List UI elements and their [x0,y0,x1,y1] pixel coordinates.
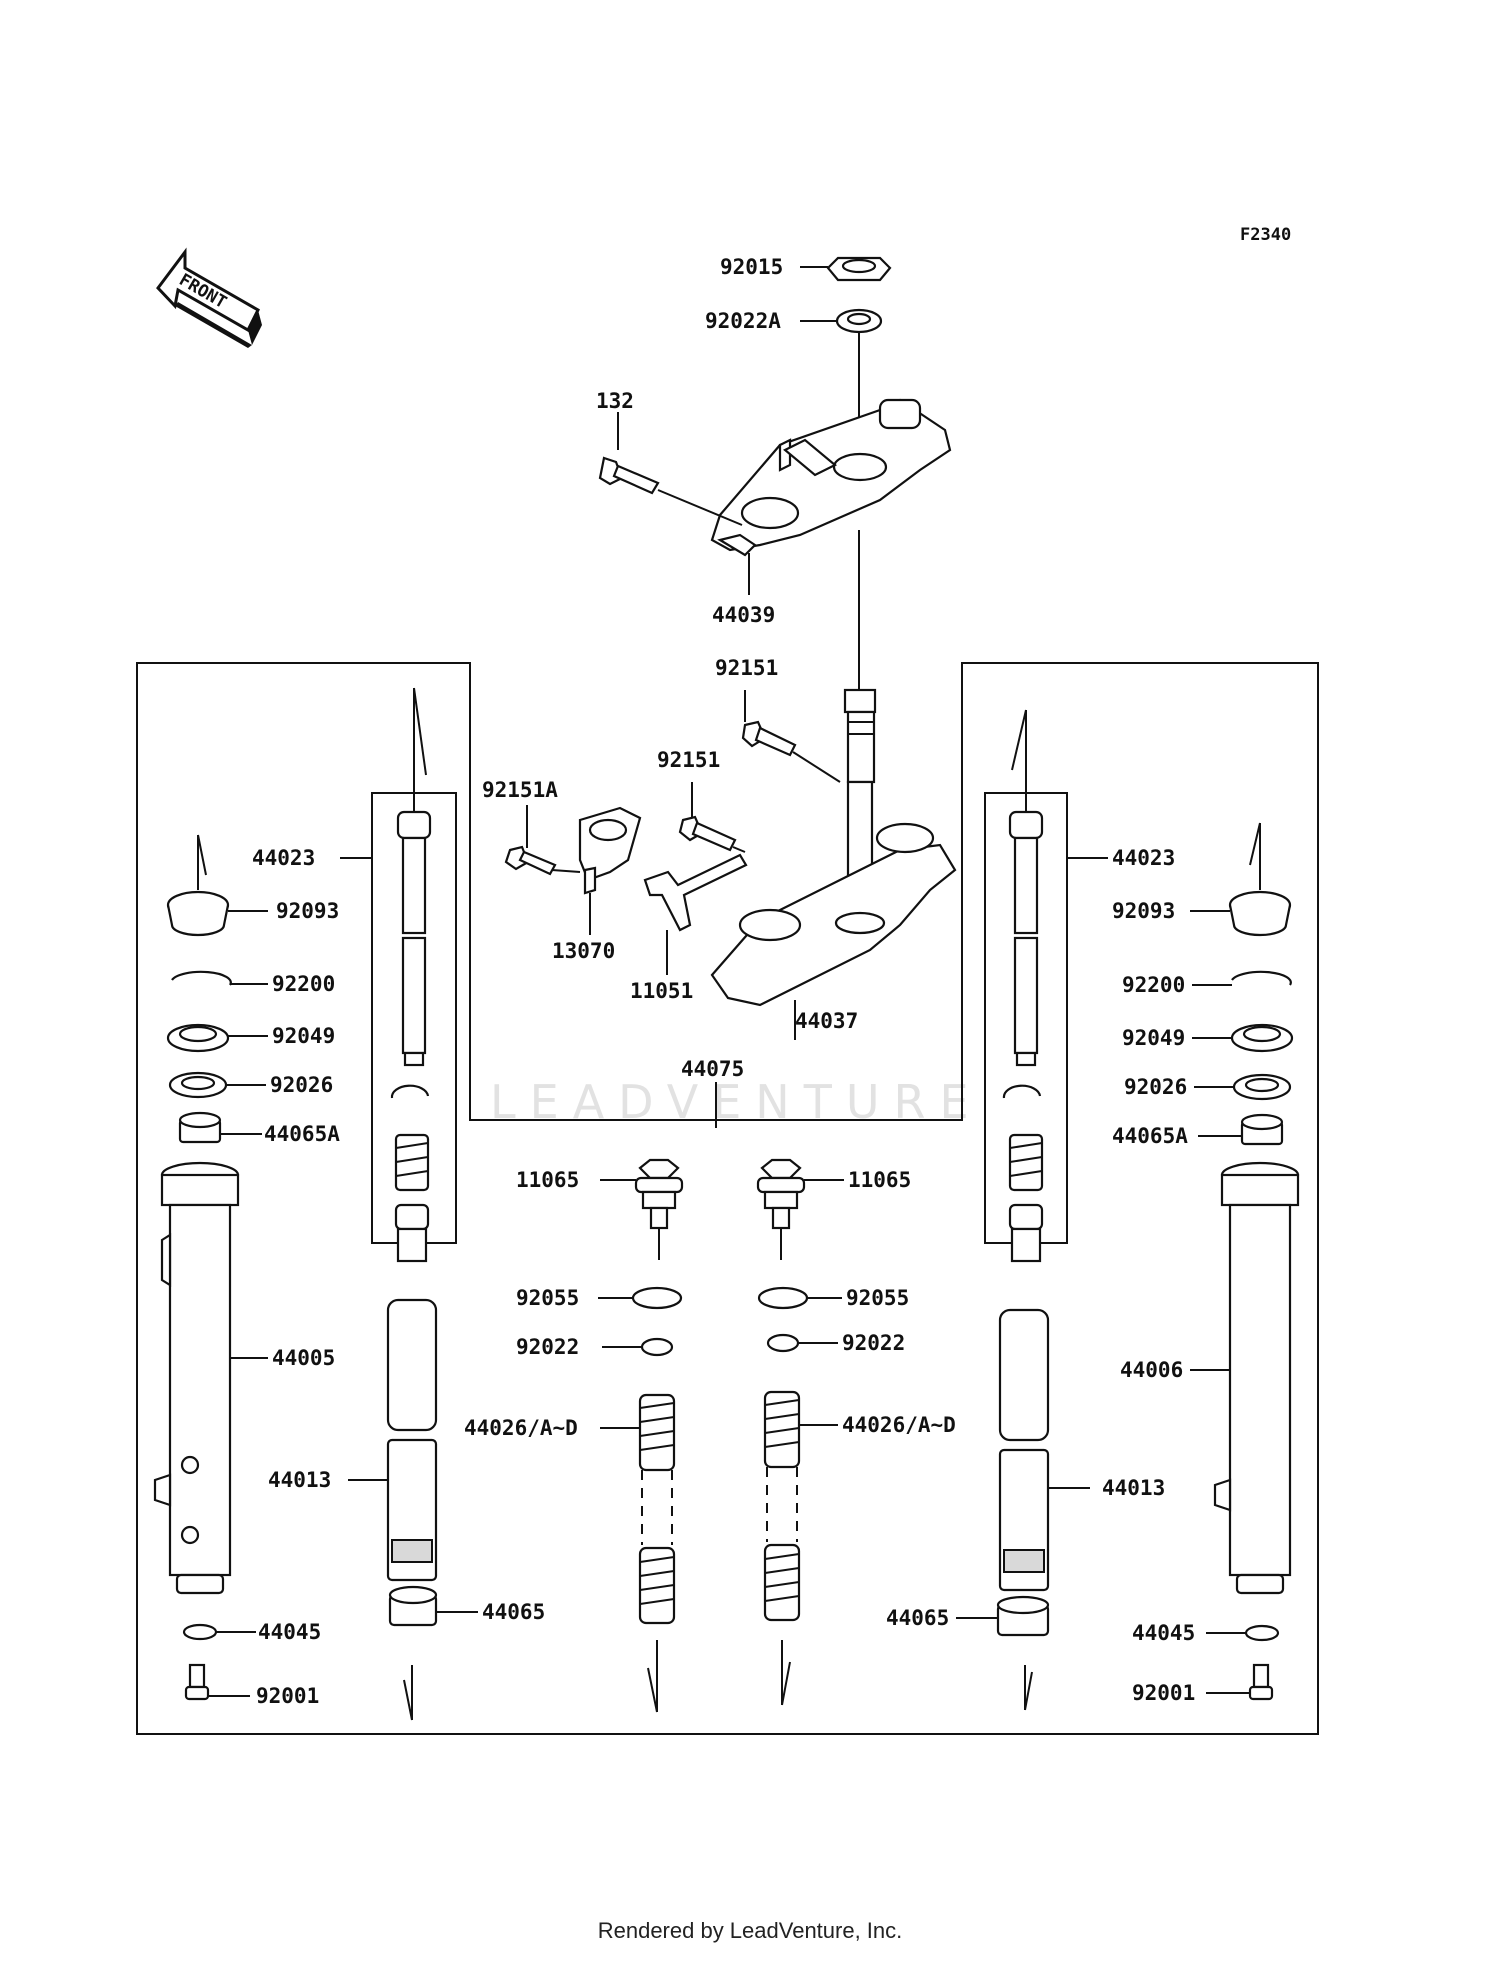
label-right-92093: 92093 [1112,899,1175,923]
label-left-44023: 44023 [252,846,315,870]
label-44037: 44037 [795,1009,858,1033]
label-92151A: 92151A [482,778,558,802]
label-right-44065A: 44065A [1112,1124,1188,1148]
label-right-11065: 11065 [848,1168,911,1192]
right-outer-tube [1213,1161,1300,1595]
label-right-92055: 92055 [846,1286,909,1310]
label-left-44065A: 44065A [264,1122,340,1146]
label-left-92055: 92055 [516,1286,579,1310]
right-clip [1002,1084,1042,1099]
label-92015: 92015 [720,255,783,279]
right-rebound-spring [1008,1133,1044,1192]
label-left-92093: 92093 [276,899,339,923]
label-left-44013: 44013 [268,1468,331,1492]
right-gasket [1244,1624,1280,1642]
left-clip [390,1084,430,1099]
label-132: 132 [596,389,634,413]
bolt-92151A [504,845,557,876]
label-left-92049: 92049 [272,1024,335,1048]
left-oil-seal [166,1023,230,1053]
left-dust-seal [166,890,230,937]
upper-triple-clamp [710,398,952,557]
left-drain-bolt [184,1663,210,1701]
right-spring-washer [766,1333,800,1353]
left-damper-rod [396,810,432,1067]
label-left-92200: 92200 [272,972,335,996]
left-slide-bush [388,1585,438,1627]
bracket-11051 [643,853,748,932]
label-92022A: 92022A [705,309,781,333]
label-92151-lower: 92151 [657,748,720,772]
label-left-11065: 11065 [516,1168,579,1192]
right-oil-seal [1230,1023,1294,1053]
label-right-44026: 44026/A~D [842,1413,956,1437]
left-rebound-spring [394,1133,430,1192]
stem-nut [826,256,892,282]
right-slide-bush [996,1595,1050,1637]
right-guide-bush [1240,1113,1284,1146]
right-oil-lock-piece [1008,1203,1044,1263]
assembly-outline [136,662,1319,1735]
stem-washer [835,308,883,334]
left-guide-bush [178,1111,222,1144]
left-fork-spring [638,1393,676,1625]
label-right-44023: 44023 [1112,846,1175,870]
left-inner-tube [386,1298,438,1582]
label-left-44005: 44005 [272,1346,335,1370]
bolt-92151-upper [741,720,797,757]
label-right-44045: 44045 [1132,1621,1195,1645]
label-left-92022: 92022 [516,1335,579,1359]
right-o-ring [757,1286,809,1310]
left-fork-cap-bolt [634,1158,684,1260]
label-right-44013: 44013 [1102,1476,1165,1500]
figure-code: F2340 [1240,225,1291,245]
right-washer [1232,1073,1292,1101]
label-left-44065: 44065 [482,1600,545,1624]
label-44039: 44039 [712,603,775,627]
bolt-132 [598,456,660,495]
right-inner-tube [998,1308,1050,1592]
left-washer [168,1071,228,1099]
steering-stem [710,688,957,1007]
label-13070: 13070 [552,939,615,963]
label-left-92001: 92001 [256,1684,319,1708]
label-right-92200: 92200 [1122,973,1185,997]
label-44075: 44075 [681,1057,744,1081]
front-arrow-icon: FRONT [156,247,262,348]
left-stop-ring [171,970,232,986]
label-right-44006: 44006 [1120,1358,1183,1382]
right-drain-bolt [1248,1663,1274,1701]
right-dust-seal [1228,890,1292,937]
bolt-92151-lower [678,815,737,852]
right-fork-spring [763,1390,801,1622]
right-damper-rod [1008,810,1044,1067]
footer-credit: Rendered by LeadVenture, Inc. [597,1918,903,1943]
label-11051: 11051 [630,979,693,1003]
label-right-92022: 92022 [842,1331,905,1355]
left-gasket [182,1623,218,1641]
label-right-44065: 44065 [886,1606,949,1630]
label-right-92001: 92001 [1132,1681,1195,1705]
label-right-92049: 92049 [1122,1026,1185,1050]
left-spring-washer [640,1337,674,1357]
right-stop-ring [1231,970,1292,986]
left-o-ring [631,1286,683,1310]
label-left-44026: 44026/A~D [464,1416,578,1440]
label-right-92026: 92026 [1124,1075,1187,1099]
label-left-44045: 44045 [258,1620,321,1644]
clamp-holder-13070 [578,806,642,895]
left-outer-tube [153,1161,240,1595]
right-fork-cap-bolt [756,1158,806,1260]
label-92151-upper: 92151 [715,656,778,680]
label-left-92026: 92026 [270,1073,333,1097]
left-oil-lock-piece [394,1203,430,1263]
